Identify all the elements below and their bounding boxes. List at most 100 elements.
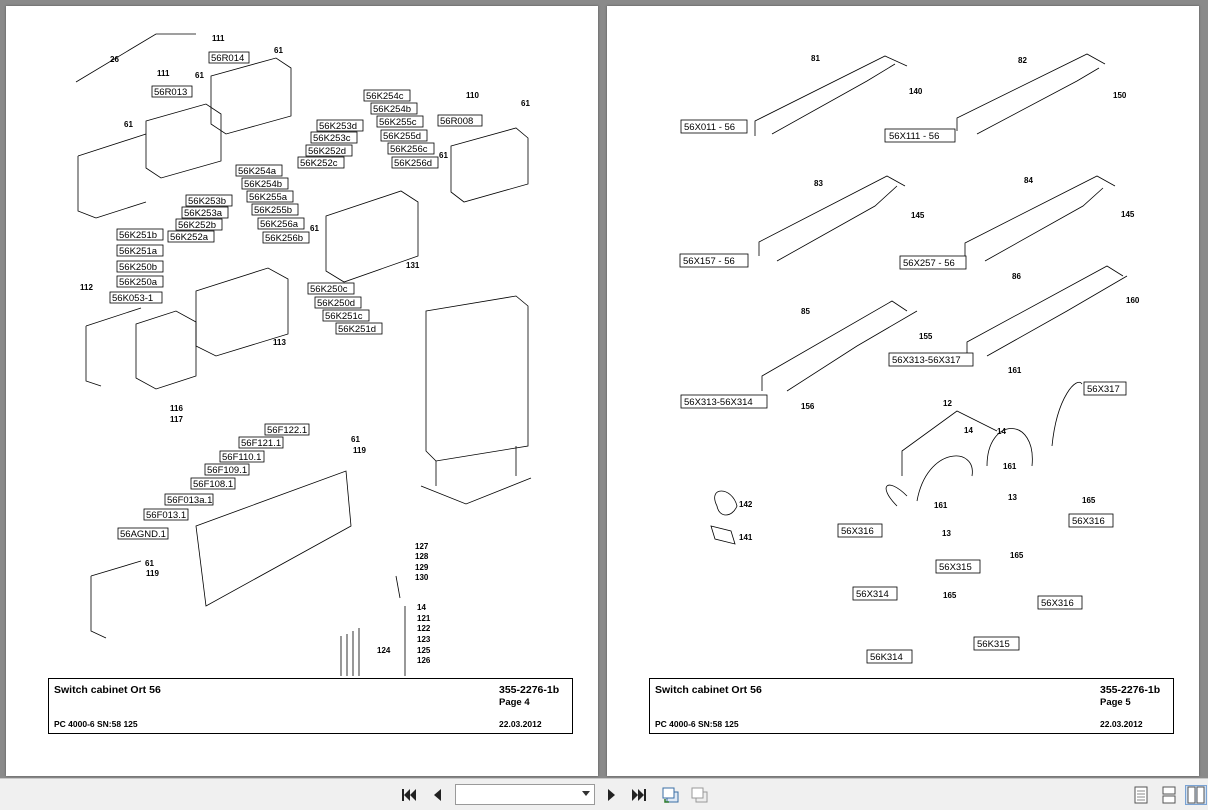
left-labels: 56R014 56R013 56R008 56K254c 56K254b 56K…	[109, 51, 483, 540]
svg-text:56K253d: 56K253d	[319, 121, 357, 132]
svg-text:113: 113	[273, 338, 286, 347]
svg-text:56F122.1: 56F122.1	[267, 425, 307, 436]
svg-text:119: 119	[353, 446, 366, 455]
svg-text:56K254a: 56K254a	[238, 166, 277, 177]
callout-56K254c: 56K254c	[363, 89, 411, 102]
svg-text:56K256a: 56K256a	[260, 219, 299, 230]
svg-text:56K253a: 56K253a	[184, 208, 223, 219]
page-select[interactable]	[455, 784, 595, 805]
callout-56X257-56: 56X257 - 56	[899, 255, 967, 270]
callout-56K252a: 56K252a	[167, 230, 215, 243]
navigation-toolbar	[0, 778, 1208, 810]
svg-text:85: 85	[801, 307, 810, 316]
svg-text:56K250d: 56K250d	[317, 298, 355, 309]
two-page-view-button[interactable]	[1185, 785, 1207, 805]
svg-text:56X314: 56X314	[856, 589, 889, 600]
svg-text:56X011 - 56: 56X011 - 56	[684, 122, 735, 133]
svg-text:14: 14	[997, 427, 1006, 436]
callout-56F013.1: 56F013.1	[143, 508, 189, 521]
page-number: Page 5	[1100, 697, 1131, 708]
svg-text:56AGND.1: 56AGND.1	[120, 529, 166, 540]
next-page-button[interactable]	[601, 785, 623, 805]
svg-text:61: 61	[274, 46, 283, 55]
svg-text:56K250b: 56K250b	[119, 262, 157, 273]
svg-text:161: 161	[934, 501, 948, 510]
single-page-view-button[interactable]	[1130, 785, 1152, 805]
first-page-icon	[402, 789, 416, 801]
svg-text:155: 155	[919, 332, 933, 341]
svg-text:56F013.1: 56F013.1	[146, 510, 186, 521]
left-part-numbers: 26 111 61 111 61 61 110 61 61 61 131 112…	[80, 34, 530, 665]
first-page-button[interactable]	[398, 785, 420, 805]
svg-text:116: 116	[170, 404, 183, 413]
svg-text:111: 111	[212, 34, 225, 43]
callout-56K252b: 56K252b	[175, 218, 223, 231]
previous-page-icon	[434, 789, 441, 801]
right-part-numbers: 81 140 82 150 83 145 84 145 86 160 85 15…	[739, 54, 1140, 600]
last-page-button[interactable]	[628, 785, 650, 805]
svg-text:61: 61	[310, 224, 319, 233]
svg-text:81: 81	[811, 54, 820, 63]
machine-model: PC 4000-6 SN:58 125	[54, 719, 138, 729]
callout-56K254b-top: 56K254b	[370, 102, 418, 115]
previous-page-button[interactable]	[426, 785, 448, 805]
svg-text:14: 14	[417, 603, 426, 612]
svg-text:56K252a: 56K252a	[170, 232, 209, 243]
svg-text:56K252b: 56K252b	[178, 220, 216, 231]
left-page-drawing: 56R014 56R013 56R008 56K254c 56K254b 56K…	[75, 33, 532, 676]
drawing-date: 22.03.2012	[499, 719, 542, 729]
callout-56F109.1: 56F109.1	[204, 463, 250, 476]
go-forward-icon	[691, 787, 708, 803]
svg-text:56K256c: 56K256c	[390, 144, 428, 155]
svg-text:14: 14	[964, 426, 973, 435]
svg-text:111: 111	[157, 69, 170, 78]
callout-56K253b: 56K253b	[185, 194, 233, 207]
page-number: Page 4	[499, 697, 530, 708]
callout-56K250b: 56K250b	[116, 260, 164, 273]
svg-text:56K254c: 56K254c	[366, 91, 404, 102]
svg-text:140: 140	[909, 87, 923, 96]
svg-text:84: 84	[1024, 176, 1033, 185]
svg-text:56K253b: 56K253b	[188, 196, 226, 207]
svg-text:13: 13	[942, 529, 951, 538]
svg-text:56K255d: 56K255d	[383, 131, 421, 142]
go-back-button[interactable]	[659, 785, 681, 805]
svg-text:145: 145	[1121, 210, 1135, 219]
svg-text:122: 122	[417, 624, 431, 633]
callout-56K253c: 56K253c	[310, 131, 358, 144]
svg-text:56X317: 56X317	[1087, 384, 1120, 395]
svg-text:121: 121	[417, 614, 431, 623]
callout-56AGND.1: 56AGND.1	[117, 527, 169, 540]
svg-text:56X316: 56X316	[1041, 598, 1074, 609]
callout-56F108.1: 56F108.1	[190, 477, 236, 490]
go-forward-button[interactable]	[688, 785, 710, 805]
svg-text:83: 83	[814, 179, 823, 188]
svg-text:131: 131	[406, 261, 420, 270]
svg-text:56K255c: 56K255c	[379, 117, 417, 128]
svg-text:56K250c: 56K250c	[310, 284, 348, 295]
callout-56X011-56: 56X011 - 56	[680, 119, 748, 134]
callout-56K251a: 56K251a	[116, 244, 164, 257]
svg-text:127: 127	[415, 542, 429, 551]
svg-text:142: 142	[739, 500, 753, 509]
callout-56K250d: 56K250d	[314, 296, 362, 309]
callout-56X111-56: 56X111 - 56	[884, 128, 956, 143]
single-page-view-icon	[1134, 786, 1148, 804]
callout-56K256a: 56K256a	[257, 217, 305, 230]
callout-56K053-1: 56K053-1	[109, 291, 163, 304]
svg-text:112: 112	[80, 283, 93, 292]
svg-text:165: 165	[1082, 496, 1096, 505]
svg-text:56K256b: 56K256b	[265, 233, 303, 244]
callout-56X316-bottom: 56X316	[1037, 595, 1083, 610]
last-page-icon	[632, 789, 646, 801]
drawing-date: 22.03.2012	[1100, 719, 1143, 729]
svg-text:145: 145	[911, 211, 925, 220]
continuous-view-button[interactable]	[1158, 785, 1180, 805]
go-back-icon	[662, 787, 679, 803]
svg-text:12: 12	[943, 399, 952, 408]
left-page: 56R014 56R013 56R008 56K254c 56K254b 56K…	[6, 6, 598, 776]
svg-text:129: 129	[415, 563, 429, 572]
svg-text:61: 61	[351, 435, 360, 444]
svg-text:61: 61	[195, 71, 204, 80]
svg-text:56K251b: 56K251b	[119, 230, 157, 241]
